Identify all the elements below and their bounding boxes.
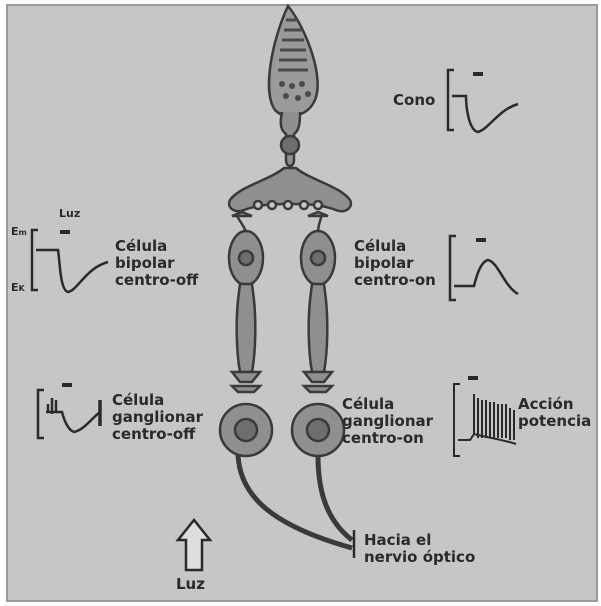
ganglion-off-line-3: centro-off [112,426,203,443]
ganglion-off-label: Célula ganglionar centro-off [112,392,203,443]
optic-nerve-label: Hacia el nervio óptico [364,532,475,566]
ganglion-off-nucleus [235,419,257,441]
optic-nerve-line-2: nervio óptico [364,549,475,566]
ganglion-on-nucleus [307,419,329,441]
cone-nucleus [281,136,299,154]
bipolar-off-line-1: Célula [115,238,198,255]
ganglion-on-line-3: centro-on [342,430,433,447]
bipolar-on-line-1: Célula [354,238,436,255]
light-stimulus-label: Luz [59,208,80,220]
light-direction-label: Luz [176,576,205,593]
ganglion-off-line-2: ganglionar [112,409,203,426]
bipolar-off-line-3: centro-off [115,272,198,289]
bipolar-on-nucleus [311,251,325,265]
optic-nerve-line-1: Hacia el [364,532,475,549]
bipolar-off-label: Célula bipolar centro-off [115,238,198,289]
bipolar-off-line-2: bipolar [115,255,198,272]
bipolar-on-line-2: bipolar [354,255,436,272]
ganglion-on-line-1: Célula [342,396,433,413]
ek-label: EK [11,282,25,295]
cone-label: Cono [393,92,435,109]
bipolar-on-line-3: centro-on [354,272,436,289]
action-potential-label: Acción potencia [518,396,591,430]
ganglion-on-label: Célula ganglionar centro-on [342,396,433,447]
em-label: Em [11,226,27,239]
action-potential-line-2: potencia [518,413,591,430]
ganglion-off-line-1: Célula [112,392,203,409]
bipolar-on-label: Célula bipolar centro-on [354,238,436,289]
action-potential-line-1: Acción [518,396,591,413]
bipolar-off-nucleus [239,251,253,265]
ganglion-on-line-2: ganglionar [342,413,433,430]
